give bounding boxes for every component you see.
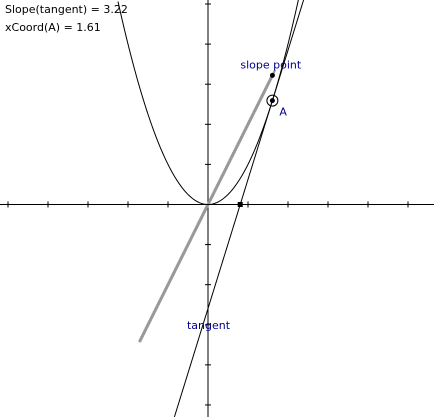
trace-segment [238,130,246,143]
trace-segment [214,178,222,191]
curves [117,0,312,417]
tangent-line[interactable] [173,0,305,417]
trace-segment [230,146,238,159]
point-a-ring[interactable] [266,94,279,107]
slope-point-label: slope point [240,58,302,71]
trace-segment [150,306,158,319]
trace-segment [182,242,190,255]
tangent-x-intercept-dot[interactable] [237,201,243,207]
point-a-dot[interactable] [269,98,275,104]
trace-segment [262,82,270,95]
trace-segment [158,290,166,303]
trace-segment [166,274,174,287]
tangent-label: tangent [187,319,231,332]
slope-point-dot[interactable] [269,72,275,78]
trace-segment [142,322,150,335]
slope-readout: Slope(tangent) = 3.22 [5,3,128,16]
trace-segment [190,226,198,239]
trace-segment [198,210,206,223]
trace-segment [246,114,254,127]
slope-trace [138,69,276,343]
parabola-curve[interactable] [117,0,312,205]
point-marks[interactable] [237,72,279,207]
trace-segment [206,194,214,207]
trace-segment [254,98,262,111]
trace-segment [222,162,230,175]
trace-segment [174,258,182,271]
xcoord-readout: xCoord(A) = 1.61 [5,21,101,34]
point-a-label: A [279,106,287,119]
